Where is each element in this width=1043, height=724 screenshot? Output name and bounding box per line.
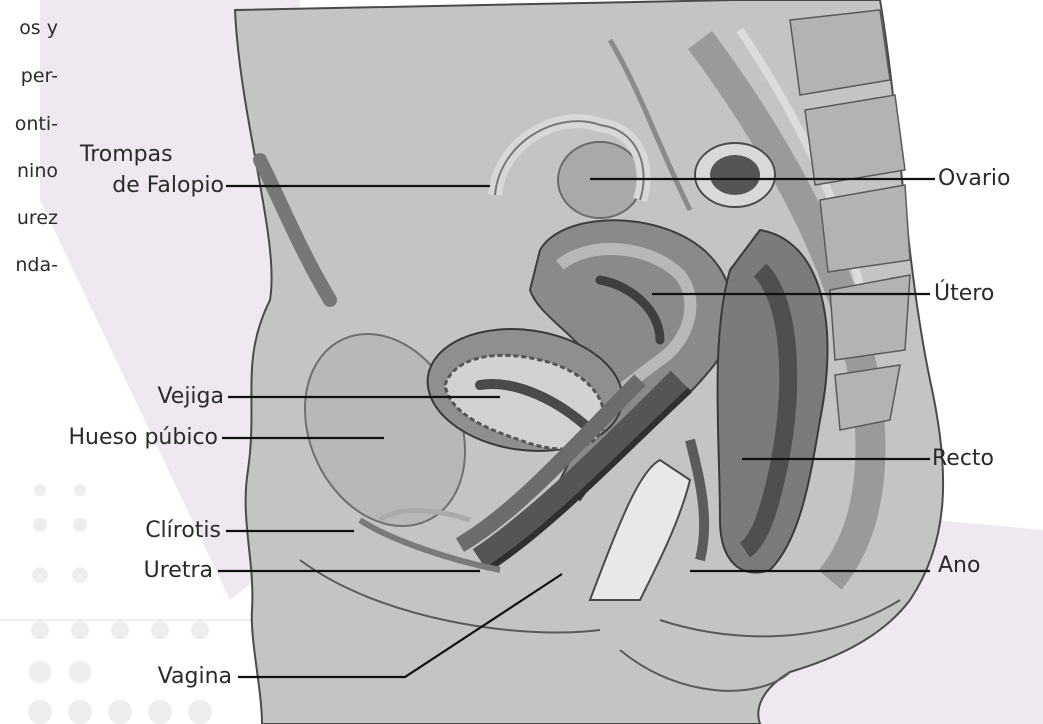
label-ovario: Ovario [938, 166, 1010, 192]
label-ano: Ano [938, 553, 980, 579]
label-trompas-line2: de Falopio [112, 173, 224, 199]
text-fragment-3: onti- [15, 112, 58, 136]
text-fragment-4: nino [17, 159, 58, 183]
label-clirotis: Clírotis [145, 518, 221, 544]
label-trompas-line1: Trompas [80, 142, 173, 168]
label-vagina: Vagina [158, 664, 232, 690]
text-fragment-1: os y [19, 16, 58, 40]
text-fragment-6: nda- [15, 253, 58, 277]
text-fragment-2: per- [21, 64, 58, 88]
label-utero: Útero [934, 281, 994, 307]
label-uretra: Uretra [144, 558, 213, 584]
text-fragment-5: urez [17, 206, 58, 230]
label-hueso-pubico: Hueso púbico [69, 425, 218, 451]
label-vejiga: Vejiga [157, 384, 224, 410]
label-recto: Recto [932, 446, 994, 472]
